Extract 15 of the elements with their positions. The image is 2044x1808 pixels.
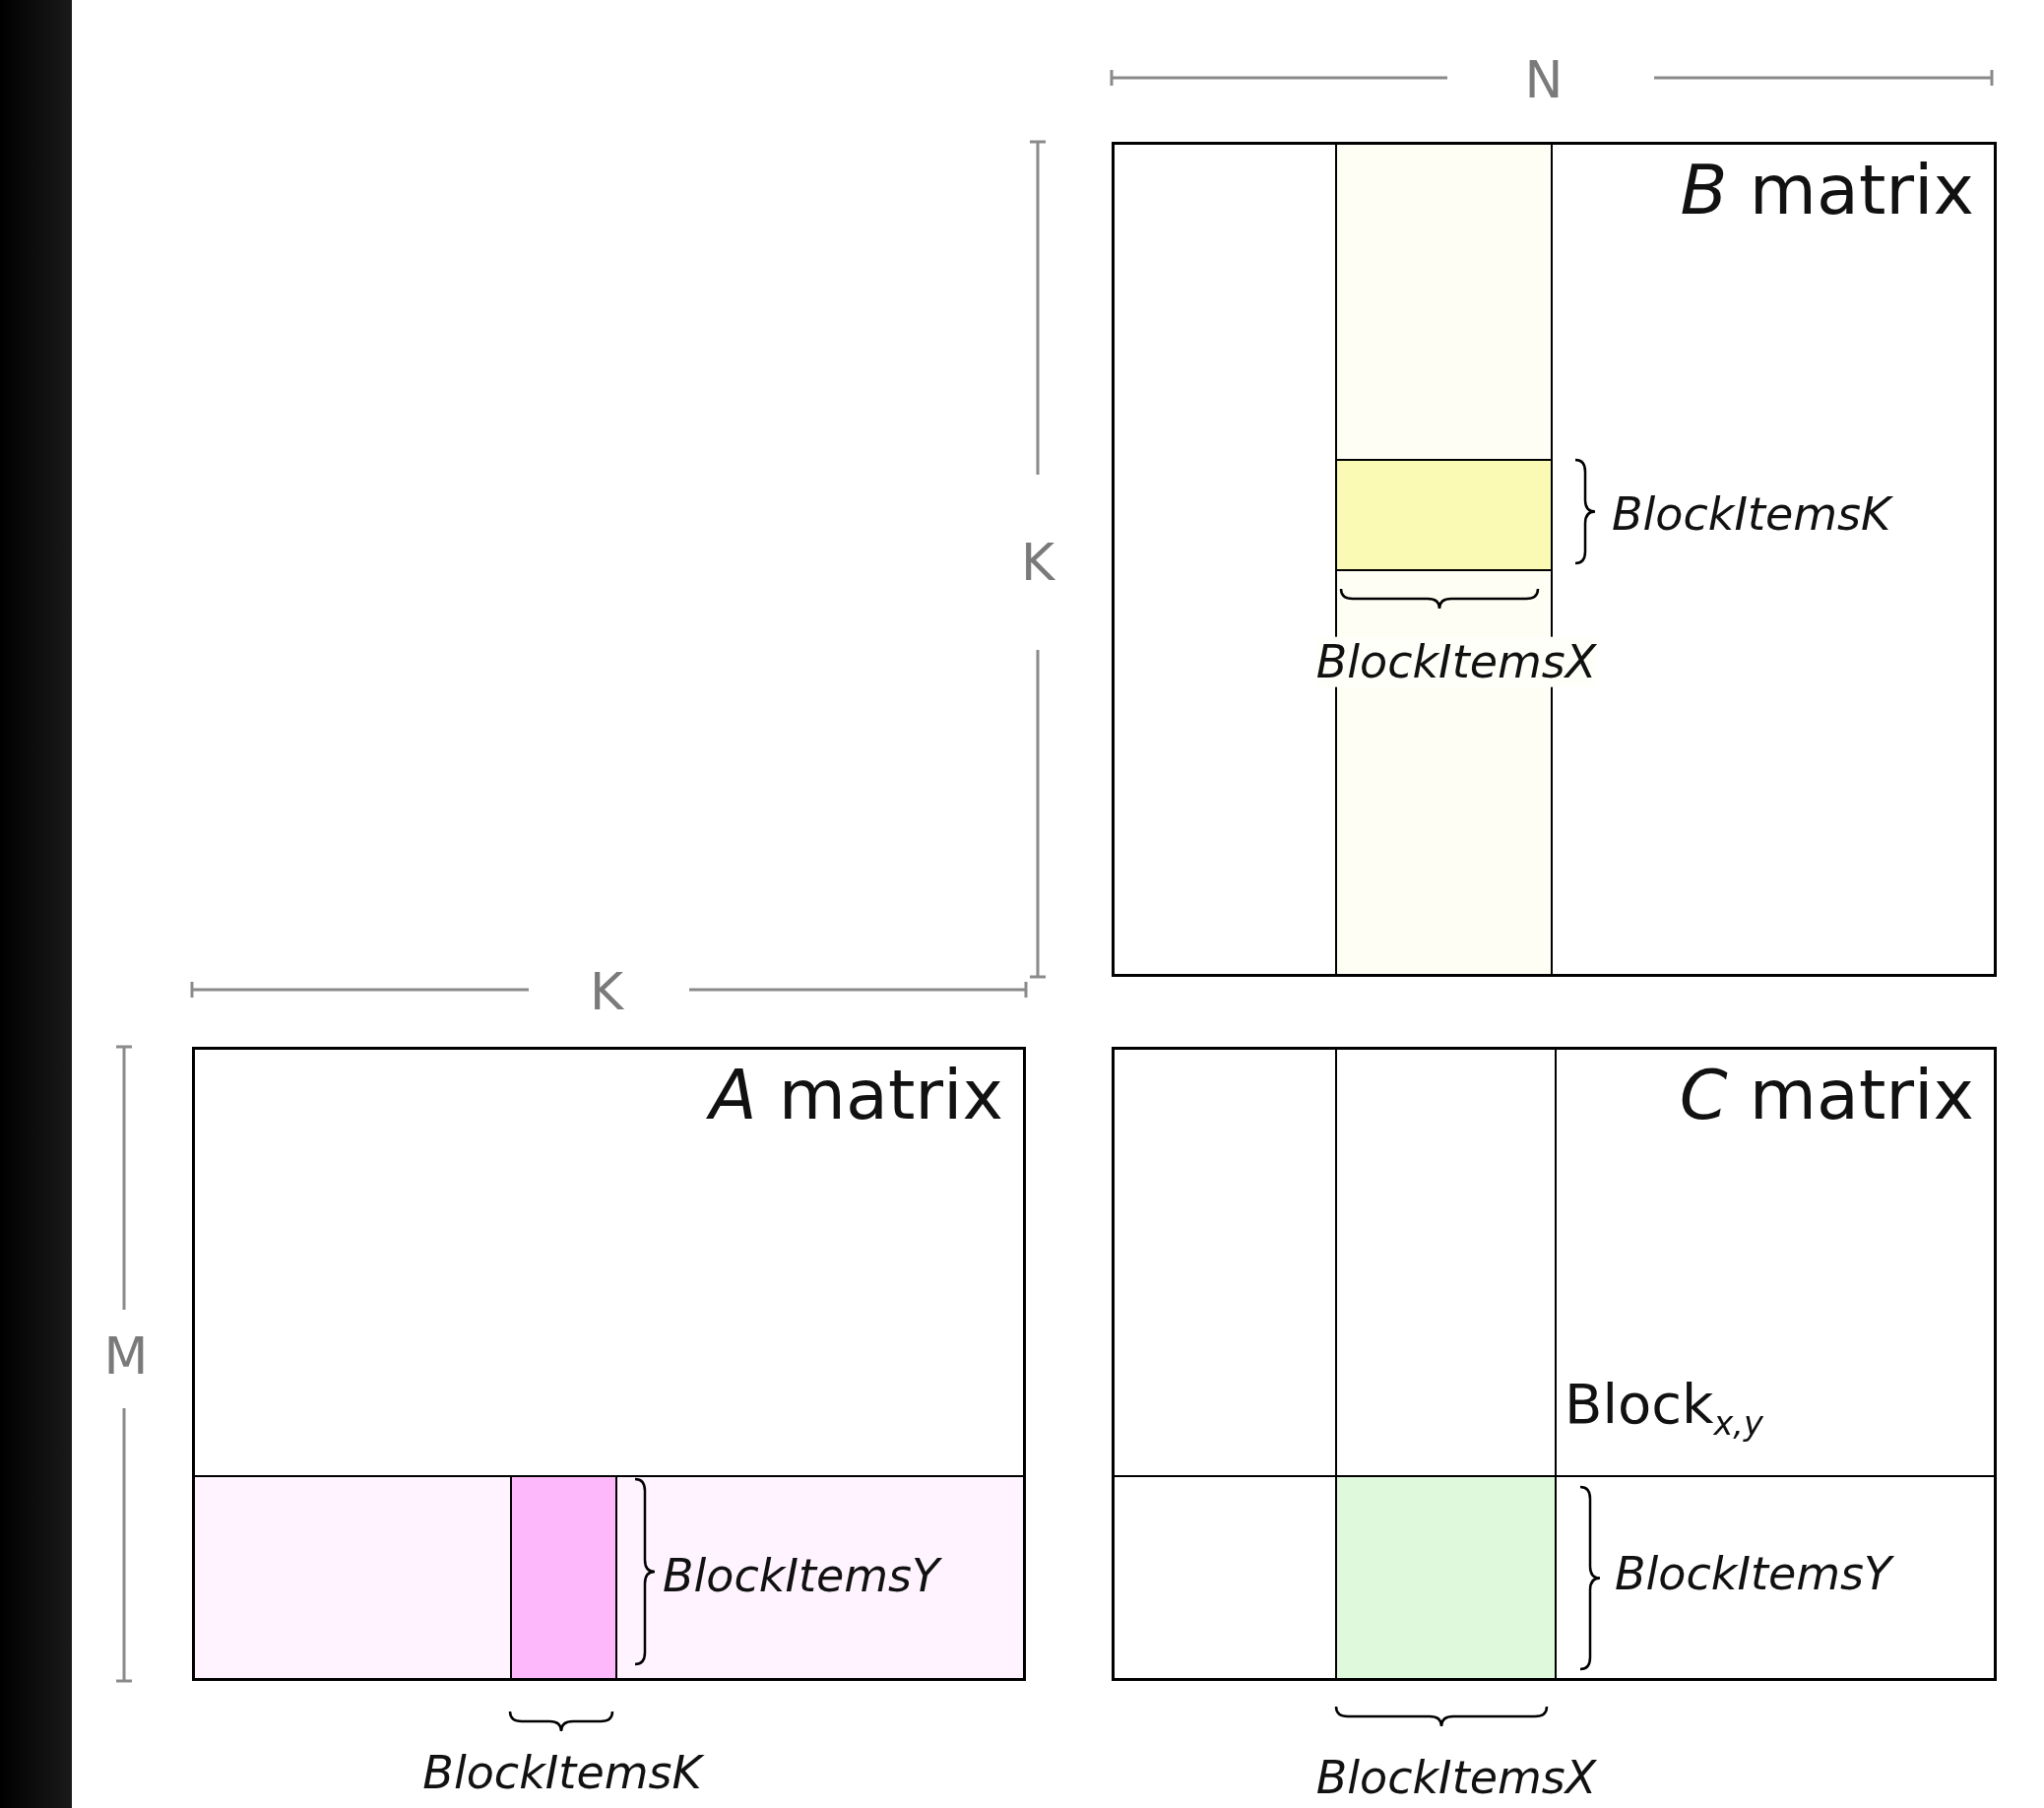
- dimension-label: K: [1020, 535, 1055, 592]
- dimension-label: M: [103, 1328, 149, 1386]
- block-label: Block$_{x,y}$: [1565, 1373, 1763, 1444]
- matrix-box: [1112, 1047, 1997, 1681]
- dimension-label: N: [1524, 52, 1564, 109]
- matrix-box: [1112, 142, 1997, 977]
- matrix-title: B matrix: [1680, 153, 1974, 228]
- brace-label: BlockItemsK: [1612, 488, 1891, 540]
- brace-label: BlockItemsX: [1315, 1752, 1597, 1803]
- brace-label: BlockItemsY: [1615, 1548, 1892, 1599]
- brace-label: BlockItemsY: [663, 1550, 940, 1601]
- dimension-label: K: [589, 964, 624, 1021]
- matrix-box: [192, 1047, 1026, 1681]
- brace-label: BlockItemsX: [1315, 636, 1597, 687]
- matrix-title: C matrix: [1679, 1058, 1974, 1133]
